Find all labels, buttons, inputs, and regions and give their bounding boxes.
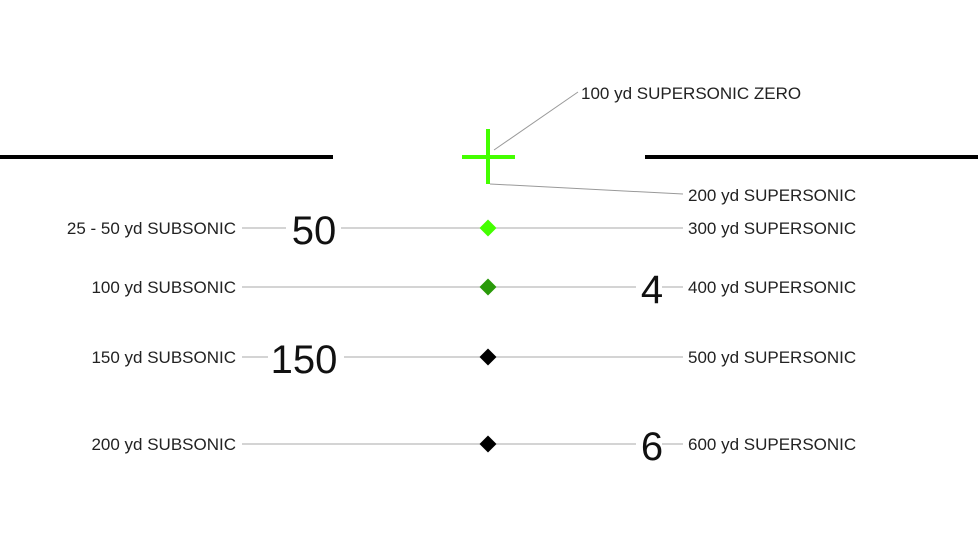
row-marker-number: 50 [292,209,337,253]
row-right-label: 500 yd SUPERSONIC [688,348,856,367]
row-right-label: 600 yd SUPERSONIC [688,435,856,454]
row-left-label: 100 yd SUBSONIC [91,278,236,297]
row-marker-number: 4 [641,268,663,312]
annotation-center: 200 yd SUPERSONIC [688,186,856,205]
row-left-label: 150 yd SUBSONIC [91,348,236,367]
row-600: 200 yd SUBSONIC 6 600 yd SUPERSONIC [91,425,856,469]
crosshair-icon [462,129,515,184]
row-marker-number: 6 [641,425,663,469]
leader-line-center [489,183,684,195]
row-right-label: 300 yd SUPERSONIC [688,219,856,238]
row-left-label: 25 - 50 yd SUBSONIC [67,219,236,238]
holdover-dot [479,278,497,296]
annotation-zero: 100 yd SUPERSONIC ZERO [581,84,801,103]
holdover-dot [479,435,497,453]
holdover-dot [479,348,497,366]
left-horizon-bar [0,155,333,159]
row-left-label: 200 yd SUBSONIC [91,435,236,454]
row-right-label: 400 yd SUPERSONIC [688,278,856,297]
row-300: 25 - 50 yd SUBSONIC 50 300 yd SUPERSONIC [67,209,856,253]
leader-line-zero [493,91,579,151]
row-400: 100 yd SUBSONIC 4 400 yd SUPERSONIC [91,268,856,312]
row-500: 150 yd SUBSONIC 150 500 yd SUPERSONIC [91,338,856,382]
right-horizon-bar [645,155,978,159]
holdover-dot [479,219,497,237]
row-marker-number: 150 [271,338,338,382]
